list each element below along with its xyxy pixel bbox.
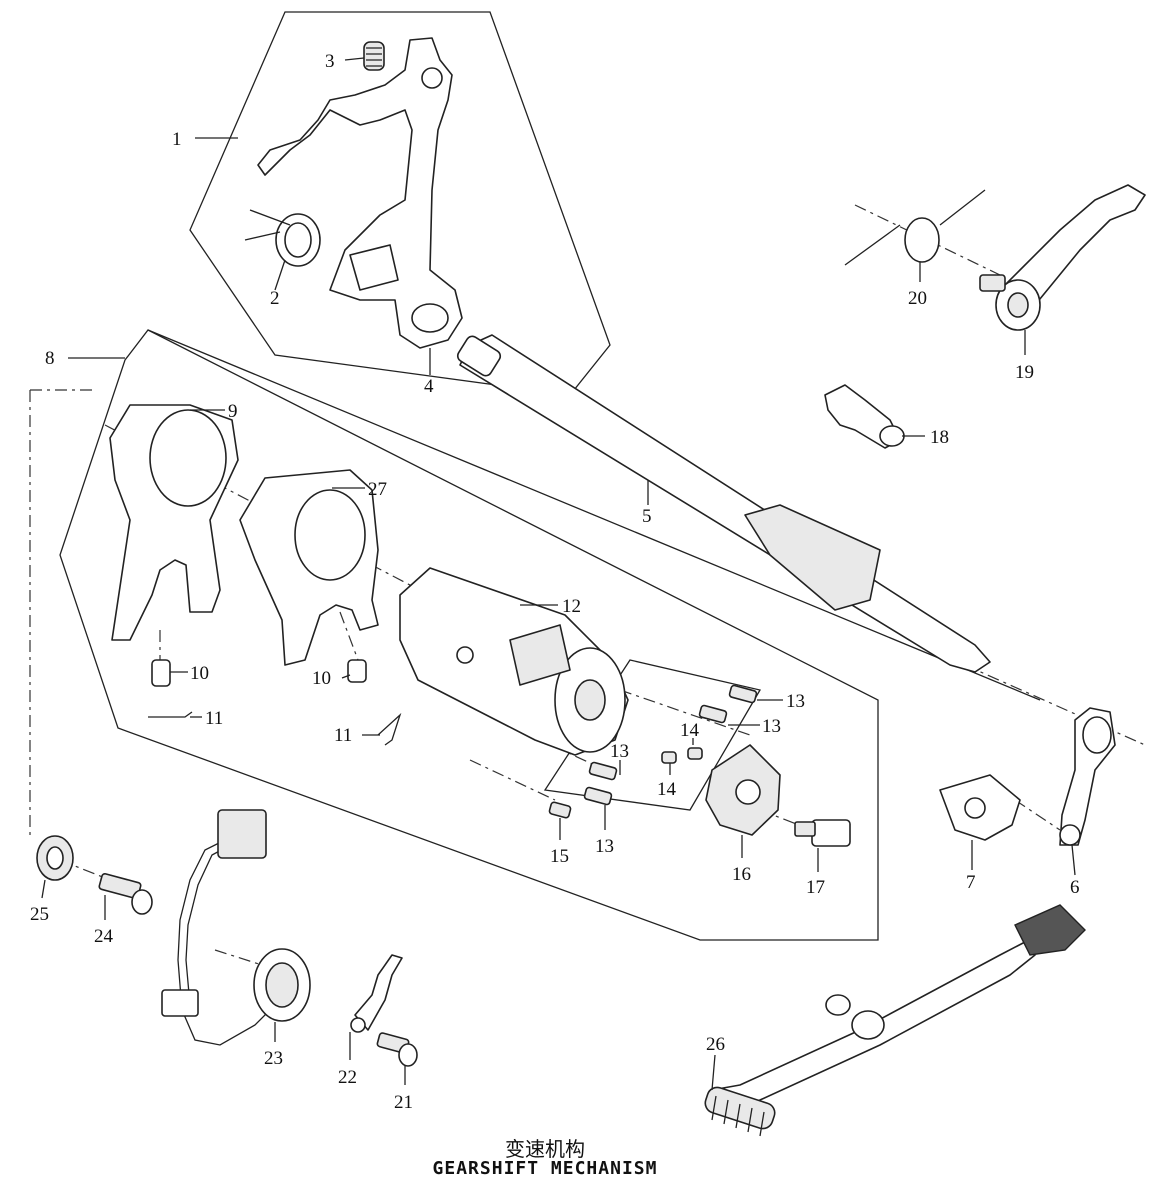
leader-3: [344, 57, 365, 61]
callout-13d: 13: [595, 836, 614, 857]
part-14b-pin: [661, 751, 677, 764]
callout-20: 20: [908, 288, 927, 309]
leader-26: [711, 1054, 716, 1091]
part-16-cam-plate: [705, 744, 781, 836]
callout-16: 16: [732, 864, 751, 885]
axis-stopper-7: [1014, 799, 1061, 831]
part-18-pin-bolt: [824, 384, 905, 449]
part-2-return-spring: [244, 209, 321, 267]
part-17-bolt: [794, 819, 851, 847]
part-20-spring: [844, 189, 986, 266]
callout-10a: 10: [190, 663, 209, 684]
part-13b-pin: [698, 704, 728, 724]
callout-25: 25: [30, 904, 49, 925]
part-25-washer: [36, 835, 74, 881]
part-19-arm: [979, 184, 1146, 331]
callout-21: 21: [394, 1092, 413, 1113]
callout-10b: 10: [312, 668, 331, 689]
callout-1: 1: [172, 129, 182, 150]
callout-13b: 13: [762, 716, 781, 737]
callout-5: 5: [642, 506, 652, 527]
axis-shaft: [964, 664, 1146, 746]
leader-6: [1071, 844, 1076, 876]
part-13a-pin: [728, 684, 758, 704]
part-15-pin: [548, 801, 572, 819]
part-10b-pin: [347, 659, 367, 683]
callout-15: 15: [550, 846, 569, 867]
part-13d-pin: [583, 786, 613, 806]
part-9-shift-fork: [109, 404, 239, 641]
part-13c-pin: [588, 761, 618, 781]
callout-19: 19: [1015, 362, 1034, 383]
part-11a-clip: [148, 711, 193, 718]
diagram-title-english: GEARSHIFT MECHANISM: [432, 1158, 658, 1179]
callout-13a: 13: [786, 691, 805, 712]
callout-9: 9: [228, 401, 238, 422]
callout-26: 26: [706, 1034, 725, 1055]
diagram-title-chinese: 变速机构: [505, 1137, 585, 1161]
axis-pins-13c: [469, 759, 556, 801]
callout-14b: 14: [657, 779, 677, 800]
part-21-screw: [376, 1032, 418, 1067]
callout-6: 6: [1070, 877, 1080, 898]
part-12-shift-drum: [399, 567, 629, 756]
part-22-bracket: [350, 954, 403, 1033]
leader-10b: [341, 674, 351, 679]
part-1-shift-lever: [257, 37, 463, 349]
part-6-arm: [1059, 707, 1116, 846]
callout-17: 17: [806, 877, 825, 898]
part-7-stopper: [939, 774, 1021, 841]
callout-23: 23: [264, 1048, 283, 1069]
callout-18: 18: [930, 427, 949, 448]
callout-7: 7: [966, 872, 976, 893]
part-24-bolt: [98, 872, 153, 915]
part-27-shift-fork: [239, 469, 379, 666]
callout-4: 4: [424, 376, 434, 397]
part-26-gearshift-pedal: [704, 904, 1086, 1137]
callout-8: 8: [45, 348, 55, 369]
callout-27: 27: [368, 479, 387, 500]
leader-25: [41, 879, 46, 899]
axis-sensor-23: [214, 949, 263, 966]
part-5-shift-shaft: [456, 334, 991, 673]
part-14a-pin: [687, 747, 703, 760]
callout-14a: 14: [680, 720, 700, 741]
callout-12: 12: [562, 596, 581, 617]
group-8-outline: [59, 329, 879, 941]
leader-2: [274, 259, 286, 291]
callout-22: 22: [338, 1067, 357, 1088]
axis-pins-13a: [619, 689, 751, 736]
part-3-spring: [363, 41, 385, 71]
callout-3: 3: [325, 51, 335, 72]
group-8-line: [147, 329, 1041, 701]
callout-13c: 13: [610, 741, 629, 762]
part-11b-clip: [377, 712, 402, 746]
callout-24: 24: [94, 926, 114, 947]
callout-2: 2: [270, 288, 280, 309]
part-10a-pin: [151, 659, 171, 687]
part-23-gear-sensor: [161, 809, 311, 1046]
callout-11b: 11: [334, 725, 352, 746]
callout-11a: 11: [205, 708, 223, 729]
axis-pin-10b: [339, 611, 359, 661]
